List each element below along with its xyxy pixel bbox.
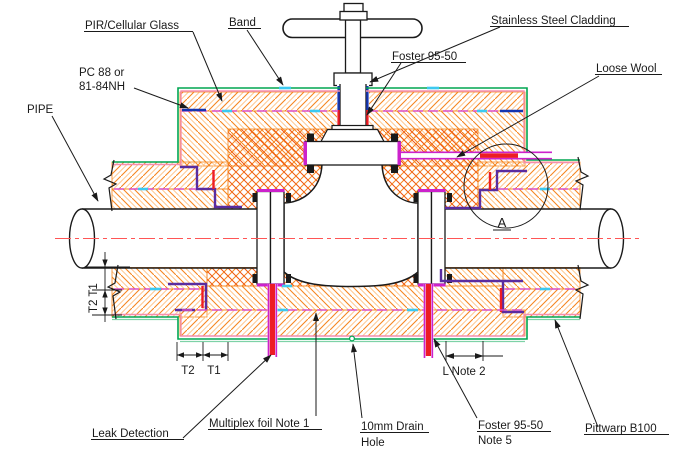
label-band: Band <box>229 17 256 29</box>
bonnet-seal-right <box>397 141 401 165</box>
bonnet-bolt-tl <box>307 133 314 142</box>
label-leak-detection: Leak Detection <box>92 428 169 440</box>
dim-l-note2: L Note 2 <box>442 366 485 378</box>
sealant-marks <box>182 108 523 113</box>
leader-lines <box>51 26 600 439</box>
pipe-insulation-left-bottom-inner <box>111 267 208 290</box>
valve-body <box>283 163 419 288</box>
box-bottom-layer1 <box>206 285 504 311</box>
pipe-insulation-right-top-outer <box>477 161 581 190</box>
pipe-insulation-left-top-outer <box>111 161 229 190</box>
flange-left-seal-top <box>257 189 285 192</box>
label-multiplex-foil: Multiplex foil Note 1 <box>209 418 309 430</box>
pipe-insulation-right-bottom-inner <box>502 267 581 290</box>
dim-t1-horizontal: T1 <box>207 365 220 377</box>
flange-left-outer <box>256 190 272 285</box>
label-pipe: PIPE <box>27 104 54 116</box>
gland <box>319 128 386 143</box>
stem-rod <box>344 19 362 74</box>
callout-labels: PIR/Cellular Glass Band Stainless Steel … <box>27 15 669 449</box>
vapor-barrier-lines <box>114 86 578 312</box>
label-pc88-line2: 81-84NH <box>79 81 125 93</box>
label-drain-line2: Hole <box>361 437 385 449</box>
stem-nut-top <box>343 2 364 13</box>
label-stainless-steel-cladding: Stainless Steel Cladding <box>491 15 616 27</box>
pipe-insulation-left-top-inner <box>111 188 229 210</box>
label-foster-bottom-line2: Note 5 <box>478 435 512 447</box>
detail-circle-a <box>463 143 549 229</box>
label-detail-a: A <box>498 215 507 230</box>
stem-collar <box>333 72 373 87</box>
box-bottom-layer2 <box>179 309 526 337</box>
label-pc88-line1: PC 88 or <box>79 67 125 79</box>
valve-bonnet <box>303 124 401 173</box>
bonnet-flange <box>304 140 401 166</box>
pipe-insulation-right-top-inner <box>477 188 581 210</box>
band-marks <box>138 86 550 312</box>
flange-right-outer <box>430 190 446 285</box>
dim-t2-t1-vertical: T2 T1 <box>88 283 100 313</box>
flange-left-inner <box>269 190 285 285</box>
label-pir-cellular-glass: PIR/Cellular Glass <box>85 20 179 32</box>
foil-steps <box>168 165 527 314</box>
flange-right-inner <box>417 190 433 285</box>
label-pittwarp: Pittwarp B100 <box>585 423 657 435</box>
label-loose-wool: Loose Wool <box>596 63 657 75</box>
label-foster-top: Foster 95-50 <box>392 51 457 63</box>
drain-hole <box>349 335 356 342</box>
dimensions: T2 T1 T2 T1 L Note 2 <box>86 252 503 378</box>
stem-nut-base <box>339 10 368 21</box>
pipe-flanges <box>252 189 452 287</box>
flange-right-seal-top <box>418 189 446 192</box>
bonnet-seal-left <box>303 141 307 165</box>
bonnet-bolt-br <box>391 165 398 173</box>
label-foster-bottom-line1: Foster 95-50 <box>478 420 543 432</box>
bonnet-bolt-tr <box>391 133 398 142</box>
label-drain-line1: 10mm Drain <box>361 421 424 433</box>
bonnet-bolt-bl <box>307 165 314 173</box>
dim-t2-horizontal: T2 <box>181 365 194 377</box>
break-symbols <box>102 156 590 320</box>
